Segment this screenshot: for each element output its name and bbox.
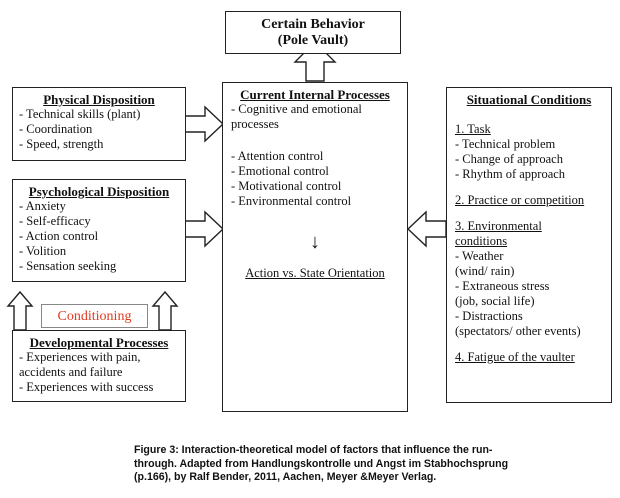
list-item: processes [231, 117, 279, 131]
list-item: - Technical problem [455, 137, 556, 151]
orientation-label: Action vs. State Orientation [245, 266, 385, 280]
physical-disposition-title: Physical Disposition [43, 92, 155, 107]
behavior-box: Certain Behavior (Pole Vault) [225, 11, 401, 54]
conditioning-label: Conditioning [57, 309, 132, 324]
list-item: - Change of approach [455, 152, 563, 166]
behavior-subtitle: (Pole Vault) [277, 33, 349, 48]
internal-processes-title: Current Internal Processes [240, 87, 390, 102]
physical-disposition-box: Physical Disposition - Technical skills … [12, 87, 186, 161]
environmental-heading-line2: conditions [455, 234, 508, 248]
arrow-developmental-right-up [151, 290, 179, 331]
developmental-processes-title: Developmental Processes [29, 335, 169, 350]
internal-processes-box: Current Internal Processes - Cognitive a… [222, 82, 408, 412]
list-item: - Self-efficacy [19, 214, 91, 228]
arrow-psychological-to-internal [184, 210, 225, 248]
list-item: - Weather [455, 249, 504, 263]
list-item: - Coordination [19, 122, 93, 136]
list-item: - Emotional control [231, 164, 329, 178]
psychological-disposition-title: Psychological Disposition [28, 184, 170, 199]
situational-conditions-title: Situational Conditions [466, 92, 592, 107]
list-item: - Rhythm of approach [455, 167, 566, 181]
list-item: (spectators/ other events) [455, 324, 581, 338]
list-item: - Anxiety [19, 199, 66, 213]
list-item: accidents and failure [19, 365, 123, 379]
environmental-heading-line1: 3. Environmental [455, 219, 542, 233]
caption-line: Figure 3: Interaction-theoretical model … [134, 444, 493, 456]
developmental-processes-box: Developmental Processes - Experiences wi… [12, 330, 186, 402]
down-arrow-icon: ↓ [310, 231, 320, 253]
list-item: - Volition [19, 244, 67, 258]
arrow-developmental-left-up [6, 290, 34, 331]
arrow-situational-to-internal [406, 210, 447, 248]
situational-conditions-box: Situational Conditions 1. Task - Technic… [446, 87, 612, 403]
list-item: (wind/ rain) [455, 264, 515, 278]
behavior-title: Certain Behavior [261, 17, 365, 32]
list-item: - Attention control [231, 149, 324, 163]
list-item: - Experiences with success [19, 380, 154, 394]
list-item: - Technical skills (plant) [19, 107, 141, 121]
list-item: - Sensation seeking [19, 259, 117, 273]
list-item: - Experiences with pain, [19, 350, 141, 364]
list-item: - Distractions [455, 309, 523, 323]
list-item: - Cognitive and emotional [231, 102, 362, 116]
list-item: - Extraneous stress [455, 279, 550, 293]
figure-caption: Figure 3: Interaction-theoretical model … [134, 444, 574, 485]
caption-line: (p.166), by Ralf Bender, 2011, Aachen, M… [134, 471, 437, 483]
conditioning-box: Conditioning [41, 304, 148, 328]
list-item: - Motivational control [231, 179, 342, 193]
arrow-physical-to-internal [184, 105, 225, 143]
list-item: - Environmental control [231, 194, 352, 208]
caption-line: through. Adapted from Handlungskontrolle… [134, 457, 509, 470]
list-item: (job, social life) [455, 294, 535, 308]
practice-heading: 2. Practice or competition [455, 193, 585, 207]
list-item: - Action control [19, 229, 99, 243]
task-heading: 1. Task [455, 122, 491, 136]
psychological-disposition-box: Psychological Disposition - Anxiety - Se… [12, 179, 186, 282]
list-item: - Speed, strength [19, 137, 104, 151]
fatigue-heading: 4. Fatigue of the vaulter [455, 350, 575, 364]
